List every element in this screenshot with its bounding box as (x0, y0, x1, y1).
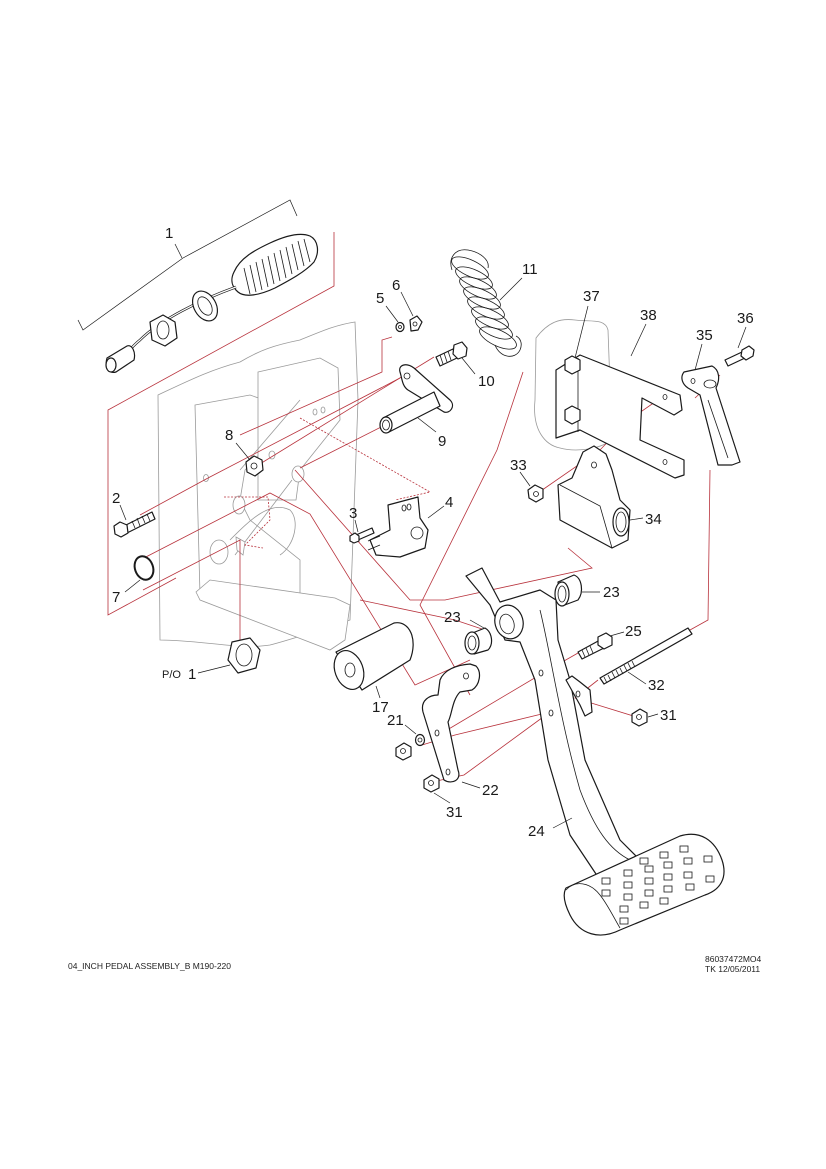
callout-17[interactable]: 17 (372, 699, 389, 716)
callout-5[interactable]: 5 (376, 290, 384, 307)
part-snap-ring-7[interactable] (131, 554, 156, 583)
drawing-title: 04_INCH PEDAL ASSEMBLY_B M190-220 (68, 961, 231, 971)
part-nut-left[interactable] (395, 742, 412, 761)
callout-4[interactable]: 4 (445, 494, 453, 511)
part-bolt-36[interactable] (724, 345, 755, 367)
part-spring-11[interactable] (448, 249, 522, 357)
callout-1[interactable]: 1 (165, 225, 173, 242)
callout-23-upper[interactable]: 23 (603, 584, 620, 601)
callout-32[interactable]: 32 (648, 677, 665, 694)
part-nut-33[interactable] (527, 484, 544, 503)
part-bolt-25[interactable] (577, 632, 613, 660)
callout-34[interactable]: 34 (645, 511, 662, 528)
part-bushing-23-lower[interactable] (464, 627, 493, 655)
callout-24[interactable]: 24 (528, 823, 545, 840)
callout-2[interactable]: 2 (112, 490, 120, 507)
part-nut-6[interactable] (409, 315, 423, 332)
callout-31-lower[interactable]: 31 (446, 804, 463, 821)
callout-37[interactable]: 37 (583, 288, 600, 305)
bracket-line-1 (77, 199, 298, 331)
part-bushing-23-upper[interactable] (554, 574, 583, 607)
part-mounting-plate-38[interactable] (555, 354, 685, 479)
callout-8[interactable]: 8 (225, 427, 233, 444)
part-jam-nut-po1[interactable] (227, 637, 261, 674)
callout-6[interactable]: 6 (392, 277, 400, 294)
callout-38[interactable]: 38 (640, 307, 657, 324)
part-pedal-24[interactable] (465, 567, 725, 936)
drawing-number: 86037472MO4 (705, 954, 762, 964)
part-stud-32[interactable] (599, 627, 693, 685)
part-nut-8[interactable] (245, 455, 264, 477)
part-bracket-22[interactable] (421, 663, 481, 783)
floor-plate-frame (157, 319, 613, 651)
part-switch-4[interactable] (367, 496, 429, 558)
part-link-35[interactable] (681, 365, 741, 466)
pedal-pad-treads (601, 845, 715, 925)
part-bolt-2[interactable] (113, 511, 156, 538)
part-bumper-17[interactable] (329, 622, 414, 694)
part-screw-3[interactable] (349, 527, 375, 544)
callout-3[interactable]: 3 (349, 505, 357, 522)
callout-11[interactable]: 11 (522, 261, 538, 278)
part-bolt-10[interactable] (435, 341, 468, 367)
callout-10[interactable]: 10 (478, 373, 495, 390)
part-washer-5[interactable] (395, 321, 405, 333)
part-sensor-34[interactable] (557, 445, 631, 549)
callout-23-lower[interactable]: 23 (444, 609, 461, 626)
callout-po-1[interactable]: 1 (188, 666, 196, 683)
callout-22[interactable]: 22 (482, 782, 499, 799)
callout-25[interactable]: 25 (625, 623, 642, 640)
callout-35[interactable]: 35 (696, 327, 713, 344)
callout-9[interactable]: 9 (438, 433, 446, 450)
callout-33[interactable]: 33 (510, 457, 527, 474)
callout-31-right[interactable]: 31 (660, 707, 677, 724)
part-cable-assembly[interactable] (105, 233, 319, 373)
callout-36[interactable]: 36 (737, 310, 754, 327)
part-nut-31-right[interactable] (631, 708, 648, 727)
part-washer-21[interactable] (414, 733, 426, 747)
part-pivot-pin-9[interactable] (379, 364, 454, 434)
callout-7[interactable]: 7 (112, 589, 120, 606)
drawing-revision: TK 12/05/2011 (705, 964, 761, 974)
callout-21[interactable]: 21 (387, 712, 404, 729)
part-nut-31-lower[interactable] (423, 774, 440, 793)
callout-po-prefix: P/O (162, 669, 181, 681)
